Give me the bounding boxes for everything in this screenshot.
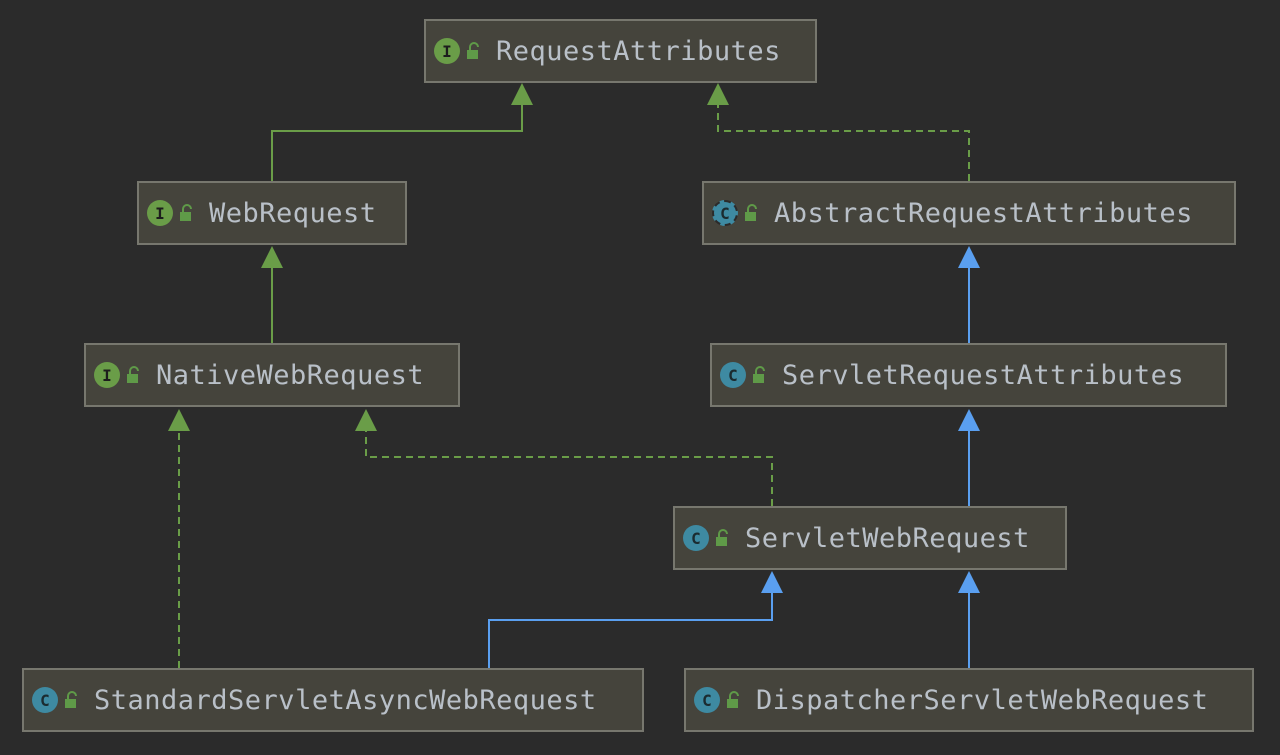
node-standard-servlet-async-web-request[interactable]: C StandardServletAsyncWebRequest [22, 668, 644, 732]
arrowhead-request-attributes [707, 83, 729, 105]
unlocked-icon [716, 529, 728, 546]
class-icon: C [720, 362, 746, 388]
node-dispatcher-servlet-web-request[interactable]: C DispatcherServletWebRequest [684, 668, 1254, 732]
node-label: NativeWebRequest [156, 359, 425, 391]
unlocked-icon [467, 42, 479, 59]
node-label: ServletWebRequest [745, 522, 1030, 554]
interface-icon: I [94, 362, 120, 388]
arrowhead-servlet-web-request [761, 571, 783, 593]
arrowhead-native-web-request [168, 409, 190, 431]
node-servlet-web-request[interactable]: C ServletWebRequest [673, 506, 1067, 570]
unlocked-icon [65, 691, 77, 708]
arrowhead-web-request [261, 246, 283, 268]
node-servlet-request-attributes[interactable]: C ServletRequestAttributes [710, 343, 1227, 407]
unlocked-icon [727, 691, 739, 708]
interface-icon: I [147, 200, 173, 226]
node-label: StandardServletAsyncWebRequest [94, 684, 597, 716]
node-label: RequestAttributes [496, 35, 781, 67]
unlocked-icon [127, 366, 139, 383]
class-icon: C [694, 687, 720, 713]
arrowhead-servlet-web-request [958, 571, 980, 593]
unlocked-icon [753, 366, 765, 383]
arrowhead-native-web-request [355, 409, 377, 431]
node-label: ServletRequestAttributes [782, 359, 1185, 391]
class-icon: C [683, 525, 709, 551]
arrowhead-abstract-request-attributes [958, 246, 980, 268]
node-request-attributes[interactable]: I RequestAttributes [424, 19, 817, 83]
arrowhead-request-attributes [511, 83, 533, 105]
edge-standard-servlet-async-web-request-to-servlet-web-request [488, 593, 773, 668]
edge-abstract-request-attributes-to-request-attributes [717, 105, 970, 181]
node-web-request[interactable]: I WebRequest [137, 181, 407, 245]
unlocked-icon [180, 204, 192, 221]
class-icon: C [32, 687, 58, 713]
node-label: DispatcherServletWebRequest [756, 684, 1209, 716]
unlocked-icon [745, 204, 757, 221]
edge-web-request-to-request-attributes [271, 105, 523, 181]
node-label: WebRequest [209, 197, 377, 229]
node-native-web-request[interactable]: I NativeWebRequest [84, 343, 460, 407]
edge-servlet-web-request-to-native-web-request [365, 431, 773, 506]
interface-icon: I [434, 38, 460, 64]
arrowhead-servlet-request-attributes [958, 409, 980, 431]
node-label: AbstractRequestAttributes [774, 197, 1193, 229]
node-abstract-request-attributes[interactable]: C AbstractRequestAttributes [702, 181, 1236, 245]
abstract-class-icon: C [712, 200, 738, 226]
